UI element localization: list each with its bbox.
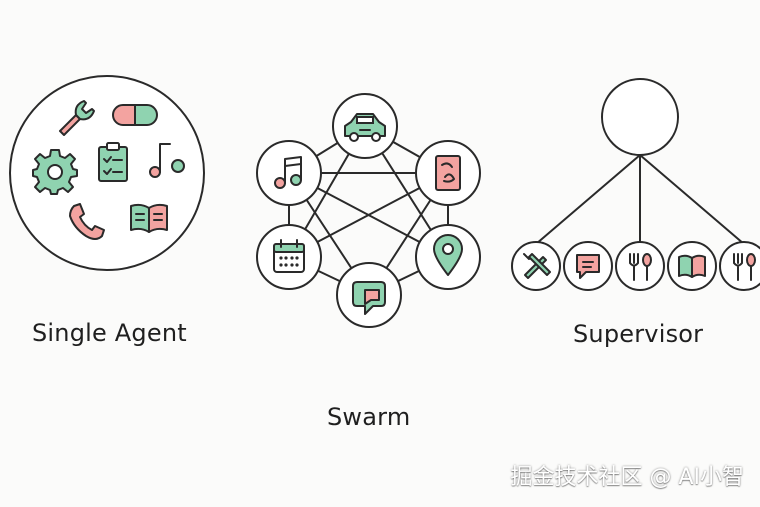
calendar-icon bbox=[273, 239, 305, 273]
swarm-node-chat bbox=[336, 262, 402, 328]
supervisor-child-dining-2 bbox=[719, 241, 760, 291]
supervisor-label: Supervisor bbox=[573, 320, 704, 348]
fork-spoon-icon bbox=[733, 253, 756, 281]
map-pin-icon bbox=[433, 234, 463, 276]
phone-icon bbox=[69, 203, 105, 240]
watermark: 掘金技术社区 @ AI小智 bbox=[510, 465, 744, 490]
chat-icon bbox=[576, 254, 600, 279]
single-agent-label: Single Agent bbox=[32, 319, 187, 347]
supervisor-connections bbox=[535, 154, 745, 245]
supervisor-group bbox=[511, 78, 760, 291]
music-note-icon bbox=[149, 143, 185, 178]
swarm-node-map-pin bbox=[415, 224, 481, 290]
fork-spoon-icon bbox=[629, 253, 652, 281]
book-icon bbox=[130, 203, 168, 233]
single-agent-group bbox=[9, 75, 205, 271]
swarm-node-calendar bbox=[256, 224, 322, 290]
car-icon bbox=[344, 113, 386, 142]
swarm-node-music bbox=[256, 140, 322, 206]
music-note-icon bbox=[274, 156, 302, 189]
supervisor-child-dining bbox=[615, 241, 665, 291]
supervisor-child-tools bbox=[511, 241, 561, 291]
supervisor-node bbox=[601, 78, 679, 156]
swarm-node-note-card bbox=[415, 140, 481, 206]
supervisor-child-chat bbox=[563, 241, 613, 291]
pill-icon bbox=[112, 104, 158, 126]
tools-icon bbox=[523, 253, 551, 279]
chat-bubble-icon bbox=[352, 281, 386, 315]
supervisor-child-book bbox=[667, 241, 717, 291]
swarm-node-car bbox=[332, 93, 398, 159]
swarm-group bbox=[256, 93, 481, 328]
book-icon bbox=[678, 254, 706, 278]
clipboard-icon bbox=[98, 142, 128, 182]
gear-icon bbox=[32, 149, 78, 195]
wrench-icon bbox=[59, 100, 95, 136]
swarm-label: Swarm bbox=[327, 403, 411, 431]
note-card-icon bbox=[435, 155, 461, 191]
